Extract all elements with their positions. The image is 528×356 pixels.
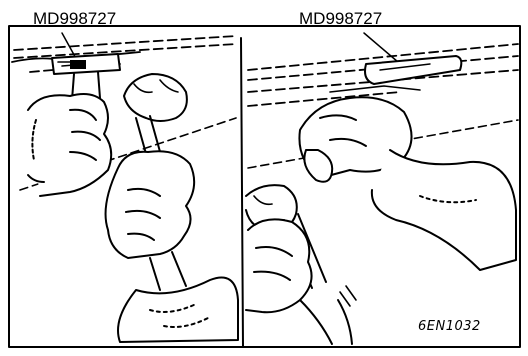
left-tool-label: MD998727 <box>33 9 117 28</box>
left-hammer <box>123 73 188 169</box>
right-panel <box>245 32 519 345</box>
right-hand-gripping-hammer <box>245 218 357 345</box>
right-leader-line <box>363 32 399 63</box>
panel-divider <box>240 37 244 348</box>
left-lower-dash <box>19 117 237 191</box>
left-panel <box>11 32 239 343</box>
left-hand-holding-tool <box>27 71 113 197</box>
left-special-tool <box>51 53 121 75</box>
right-hand-pressing-tool <box>298 96 517 271</box>
left-hand-gripping-hammer <box>104 150 239 343</box>
right-tool-label: MD998727 <box>299 9 383 28</box>
figure-frame <box>8 25 521 348</box>
figure-code: 6EN1032 <box>418 319 481 334</box>
right-special-tool <box>329 55 463 93</box>
